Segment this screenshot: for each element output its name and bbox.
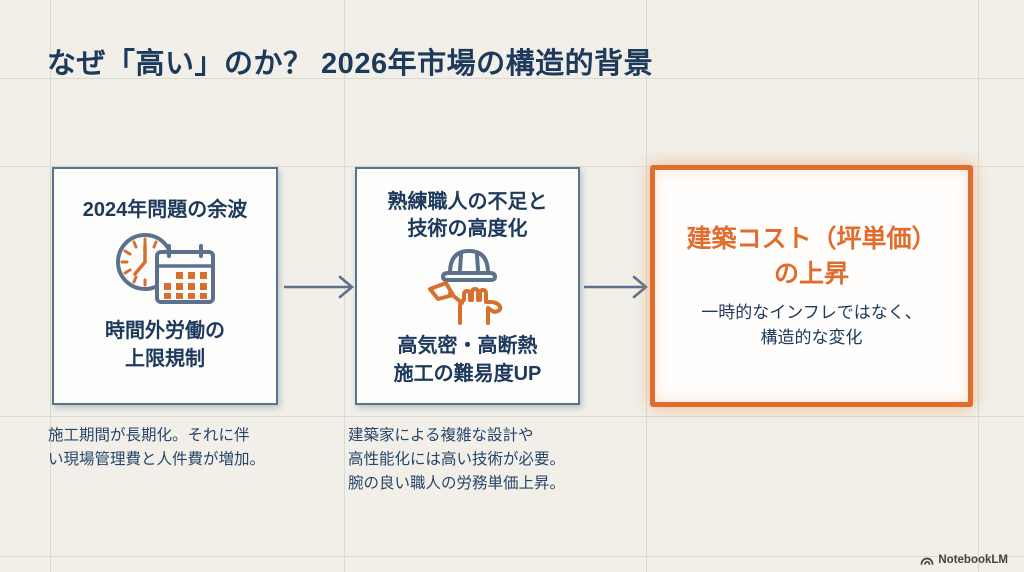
notebooklm-label: NotebookLM [938,554,1008,566]
step-description: 施工期間が長期化。それに伴 い現場管理費と人件費が増加。 [48,427,266,469]
slide-title: なぜ「高い」のか？ 2026年市場の構造的背景 [47,48,654,80]
step-box-skilled-workers: 熟練職人の不足と 技術の高度化 高気密・高断熱 施工の難易度UP [355,167,580,405]
grid-line-horizontal [0,78,1024,79]
grid-line-horizontal [0,166,1024,167]
flow-arrow-icon [284,275,355,299]
grid-line-vertical [978,0,979,572]
flow-arrow-icon [584,275,649,299]
helmet-trowel-icon [416,243,520,332]
step-box-2024-problem: 2024年問題の余波 [52,167,278,405]
step-description: 建築家による複雑な設計や 高性能化には高い技術が必要。 腕の良い職人の労務単価上… [348,427,566,493]
clock-calendar-icon [113,230,217,311]
step-title: 2024年問題の余波 [82,199,248,221]
step-label: 高気密・高断熱 施工の難易度UP [393,335,542,385]
result-box-construction-cost: 建築コスト（坪単価） の上昇 一時的なインフレではなく、 構造的な変化 [650,165,973,407]
grid-line-vertical [50,0,51,572]
grid-line-horizontal [0,556,1024,557]
result-subtitle: 一時的なインフレではなく、 構造的な変化 [701,302,922,348]
step-label: 時間外労働の 上限規制 [105,320,225,370]
grid-line-horizontal [0,416,1024,417]
step-title: 熟練職人の不足と 技術の高度化 [387,191,548,240]
notebooklm-logo-icon [920,554,934,566]
notebooklm-watermark: NotebookLM [920,554,1008,566]
result-title: 建築コスト（坪単価） の上昇 [686,224,937,288]
